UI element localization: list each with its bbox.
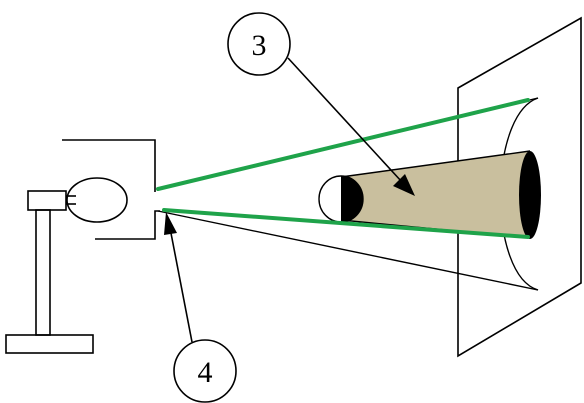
callout-4: 4 xyxy=(164,212,237,403)
green-beam-bottom xyxy=(162,208,530,239)
ball-dark-half xyxy=(341,176,363,222)
housing-frame xyxy=(62,139,156,192)
shadow-edge-top xyxy=(340,150,531,178)
shadow-on-screen xyxy=(519,151,541,239)
lamp-housing xyxy=(62,139,160,240)
callout-3-label: 3 xyxy=(252,29,267,62)
lamp-bulb xyxy=(66,177,128,223)
callout-4-arrowhead xyxy=(164,212,177,235)
stand-base xyxy=(5,334,94,354)
shadow-region xyxy=(341,151,530,238)
lamp-stand xyxy=(5,190,94,354)
green-beam-top xyxy=(156,98,530,191)
stand-pole xyxy=(35,209,51,336)
housing-frame xyxy=(95,210,160,240)
cone-edge-bottom xyxy=(157,210,539,291)
callout-3-pointer xyxy=(287,57,403,183)
callout-3: 3 xyxy=(227,12,415,196)
callout-3-circle xyxy=(227,12,291,76)
ball xyxy=(318,175,364,223)
projection-screen xyxy=(457,16,582,358)
stand-clamp xyxy=(27,190,67,211)
callout-4-label: 4 xyxy=(198,356,213,389)
callout-4-circle xyxy=(173,339,237,403)
green-beams xyxy=(156,98,530,239)
callout-3-arrowhead xyxy=(393,174,415,196)
ball-lit-half xyxy=(319,176,341,222)
callout-4-pointer xyxy=(169,227,193,343)
